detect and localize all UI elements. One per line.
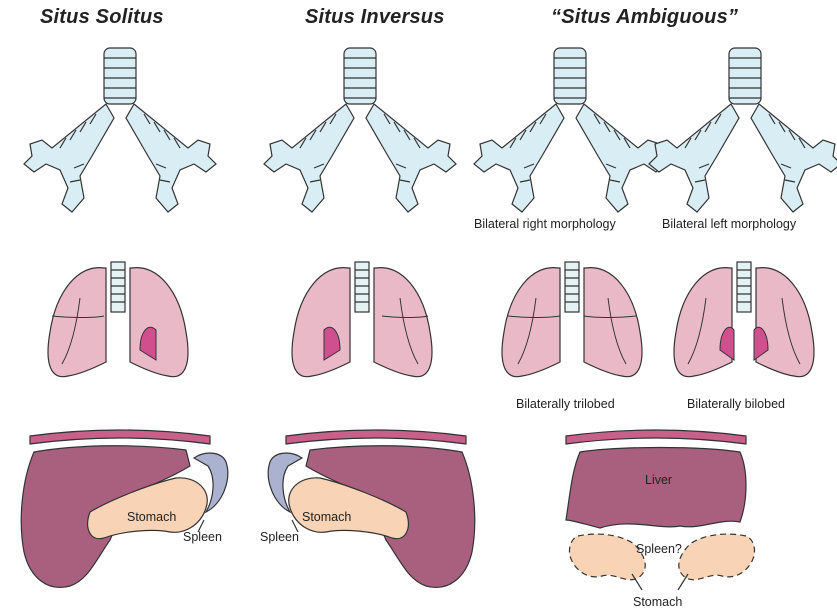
label-bilateral-left-morphology: Bilateral left morphology	[662, 217, 796, 231]
label-liver: Liver	[645, 473, 672, 487]
lungs-trilobed	[502, 262, 642, 377]
lungs-solitus	[48, 262, 188, 377]
abdomen-ambiguous	[566, 430, 755, 590]
abdomen-solitus	[21, 430, 228, 587]
label-stomach-ambiguous: Stomach	[633, 595, 682, 609]
bronchi-solitus	[24, 48, 216, 212]
label-stomach-solitus: Stomach	[127, 510, 176, 524]
lungs-bilobed	[674, 262, 814, 377]
bronchi-ambiguous-left	[649, 48, 837, 212]
label-bilaterally-bilobed: Bilaterally bilobed	[687, 397, 785, 411]
abdomen-inversus	[268, 430, 475, 587]
label-spleen-solitus: Spleen	[183, 530, 222, 544]
bronchi-inversus	[264, 48, 456, 212]
lungs-inversus	[292, 262, 432, 377]
label-bilaterally-trilobed: Bilaterally trilobed	[516, 397, 615, 411]
label-stomach-inversus: Stomach	[302, 510, 351, 524]
label-spleen-question: Spleen?	[636, 542, 682, 556]
label-spleen-inversus: Spleen	[260, 530, 299, 544]
bronchi-ambiguous-right	[474, 48, 666, 212]
label-bilateral-right-morphology: Bilateral right morphology	[474, 217, 616, 231]
